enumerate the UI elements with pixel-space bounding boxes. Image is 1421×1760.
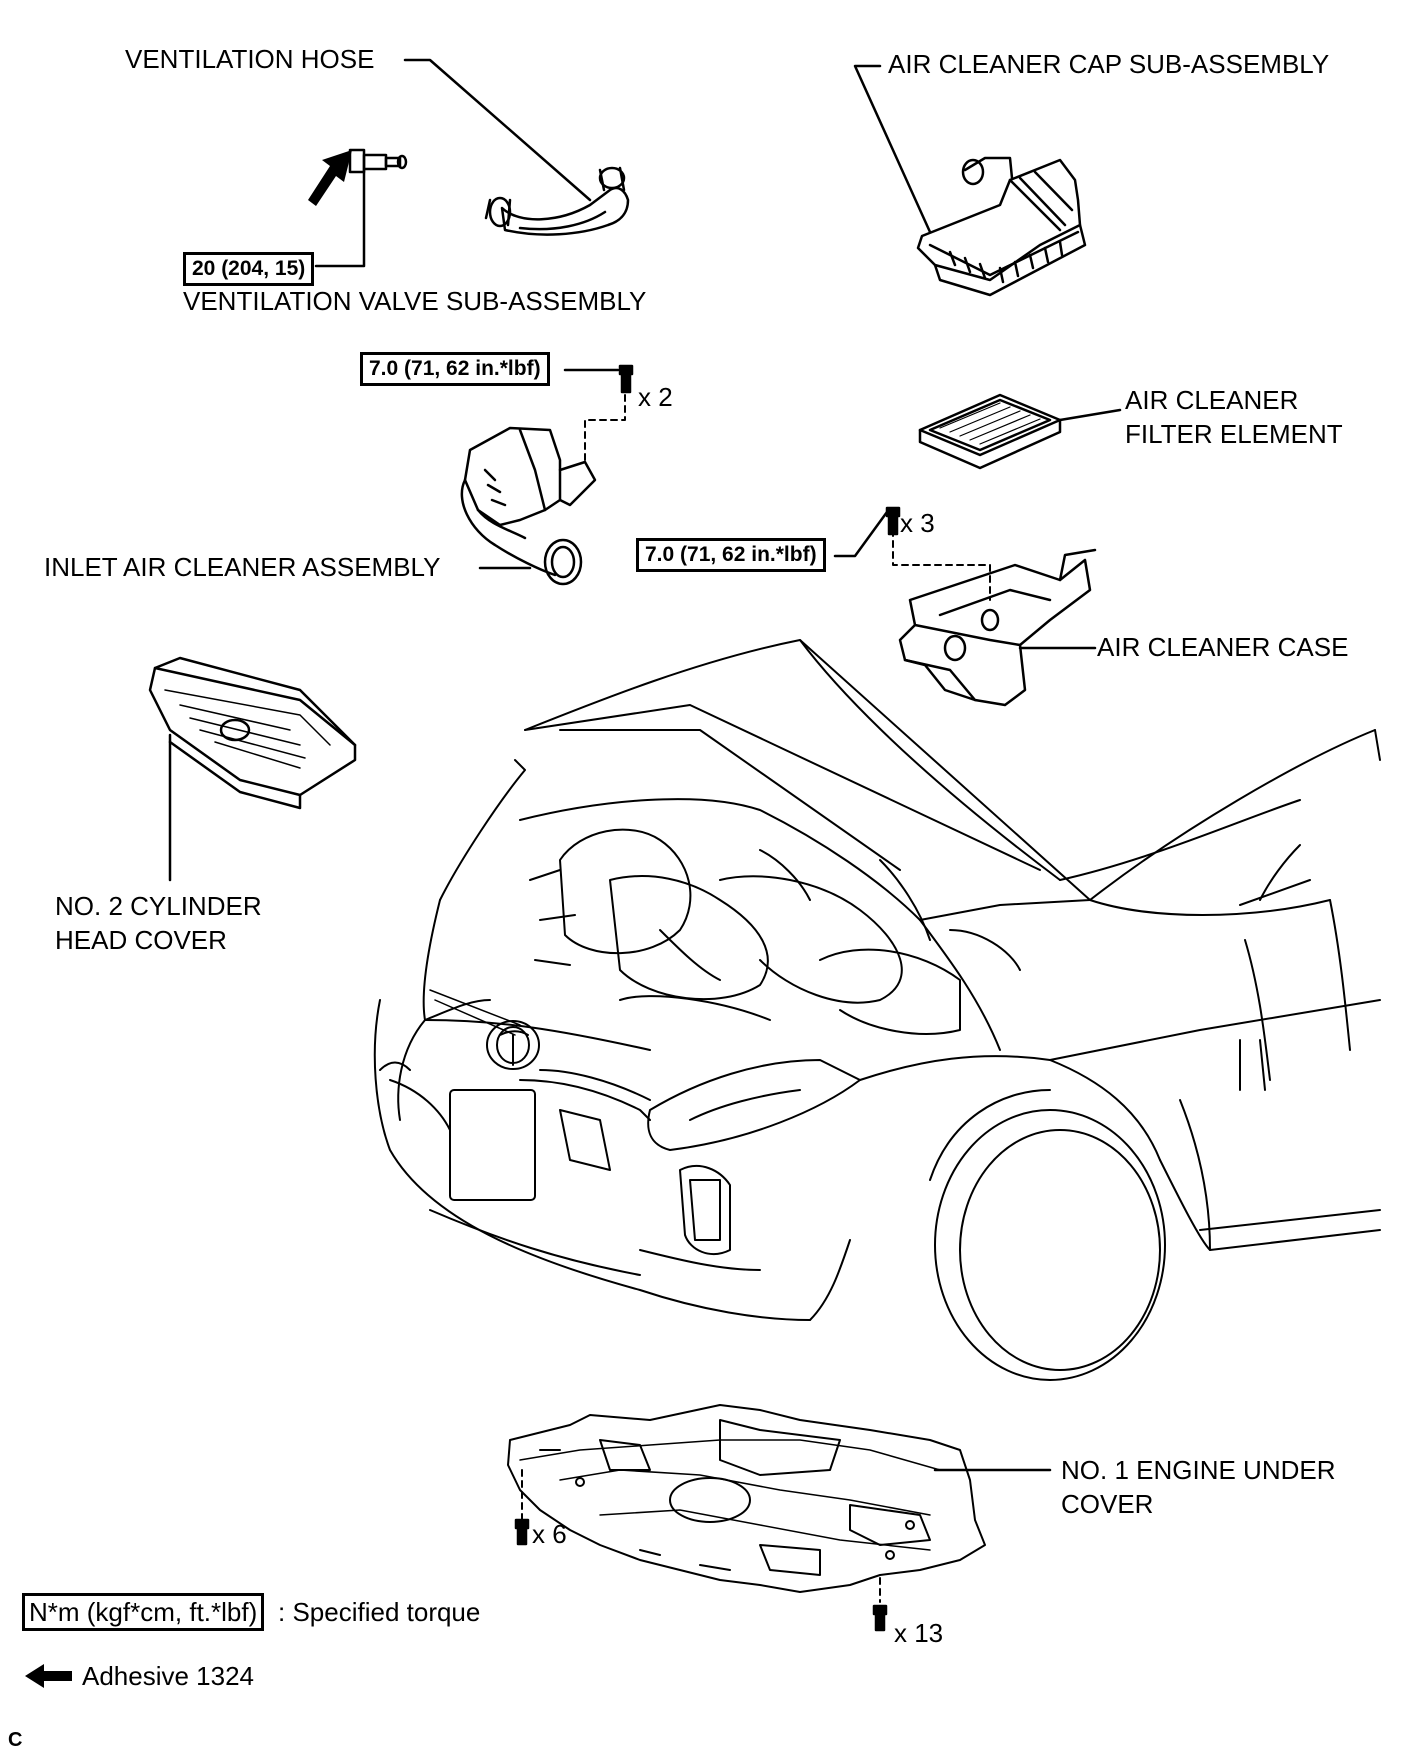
leader-ventilation-valve	[314, 168, 366, 268]
label-engine-under-cover-line1: NO. 1 ENGINE UNDER	[1061, 1455, 1336, 1485]
label-engine-under-cover-line2: COVER	[1061, 1489, 1154, 1519]
count-inlet-bolts: x 2	[638, 382, 673, 412]
air-cleaner-filter-part	[918, 393, 1062, 470]
label-air-cleaner-filter-line2: FILTER ELEMENT	[1125, 419, 1343, 449]
label-inlet-air-cleaner: INLET AIR CLEANER ASSEMBLY	[44, 552, 441, 582]
torque-inlet-air-cleaner: 7.0 (71, 62 in.*lbf)	[360, 352, 550, 386]
label-air-cleaner-filter-line1: AIR CLEANER	[1125, 385, 1299, 415]
legend-adhesive-arrow-icon	[25, 1664, 72, 1688]
torque-air-cleaner-case: 7.0 (71, 62 in.*lbf)	[636, 538, 826, 572]
footer-code: C	[8, 1729, 23, 1751]
torque-ventilation-valve: 20 (204, 15)	[183, 252, 315, 286]
label-air-cleaner-cap: AIR CLEANER CAP SUB-ASSEMBLY	[888, 49, 1330, 79]
leader-air-cleaner-filter	[1058, 408, 1122, 422]
count-under-cover-bolts-left: x 6	[532, 1519, 567, 1549]
legend-torque-unit: N*m (kgf*cm, ft.*lbf)	[22, 1593, 265, 1631]
label-ventilation-valve: VENTILATION VALVE SUB-ASSEMBLY	[183, 286, 647, 316]
leader-case-torque	[833, 510, 889, 558]
adhesive-arrow	[308, 150, 352, 206]
label-ventilation-hose: VENTILATION HOSE	[125, 44, 375, 74]
count-case-bolts: x 3	[900, 508, 935, 538]
inlet-bolt	[618, 364, 634, 394]
engine-under-cover-part	[507, 1404, 986, 1593]
air-cleaner-cap-part	[916, 156, 1087, 297]
label-air-cleaner-case: AIR CLEANER CASE	[1097, 632, 1349, 662]
label-cylinder-head-cover-line1: NO. 2 CYLINDER	[55, 891, 262, 921]
leader-ventilation-hose	[403, 58, 592, 202]
legend-torque-desc: : Specified torque	[278, 1597, 481, 1627]
cylinder-head-cover-part	[148, 656, 357, 810]
under-cover-bolt-left	[514, 1518, 530, 1546]
inlet-air-cleaner-part	[460, 426, 597, 586]
vehicle-illustration	[373, 639, 1381, 1381]
legend-adhesive: Adhesive 1324	[82, 1661, 255, 1691]
case-bolt	[885, 506, 901, 536]
label-cylinder-head-cover-line2: HEAD COVER	[55, 925, 227, 955]
air-cleaner-case-part	[898, 548, 1097, 707]
count-under-cover-bolts-bottom: x 13	[894, 1618, 944, 1648]
dashed-case-bolt	[892, 529, 991, 601]
ventilation-valve-part	[348, 148, 408, 174]
leader-air-cleaner-cap	[853, 64, 932, 234]
dashed-inlet-bolt	[584, 394, 626, 463]
ventilation-hose-part	[484, 166, 630, 236]
under-cover-bolt-bottom	[872, 1604, 888, 1632]
